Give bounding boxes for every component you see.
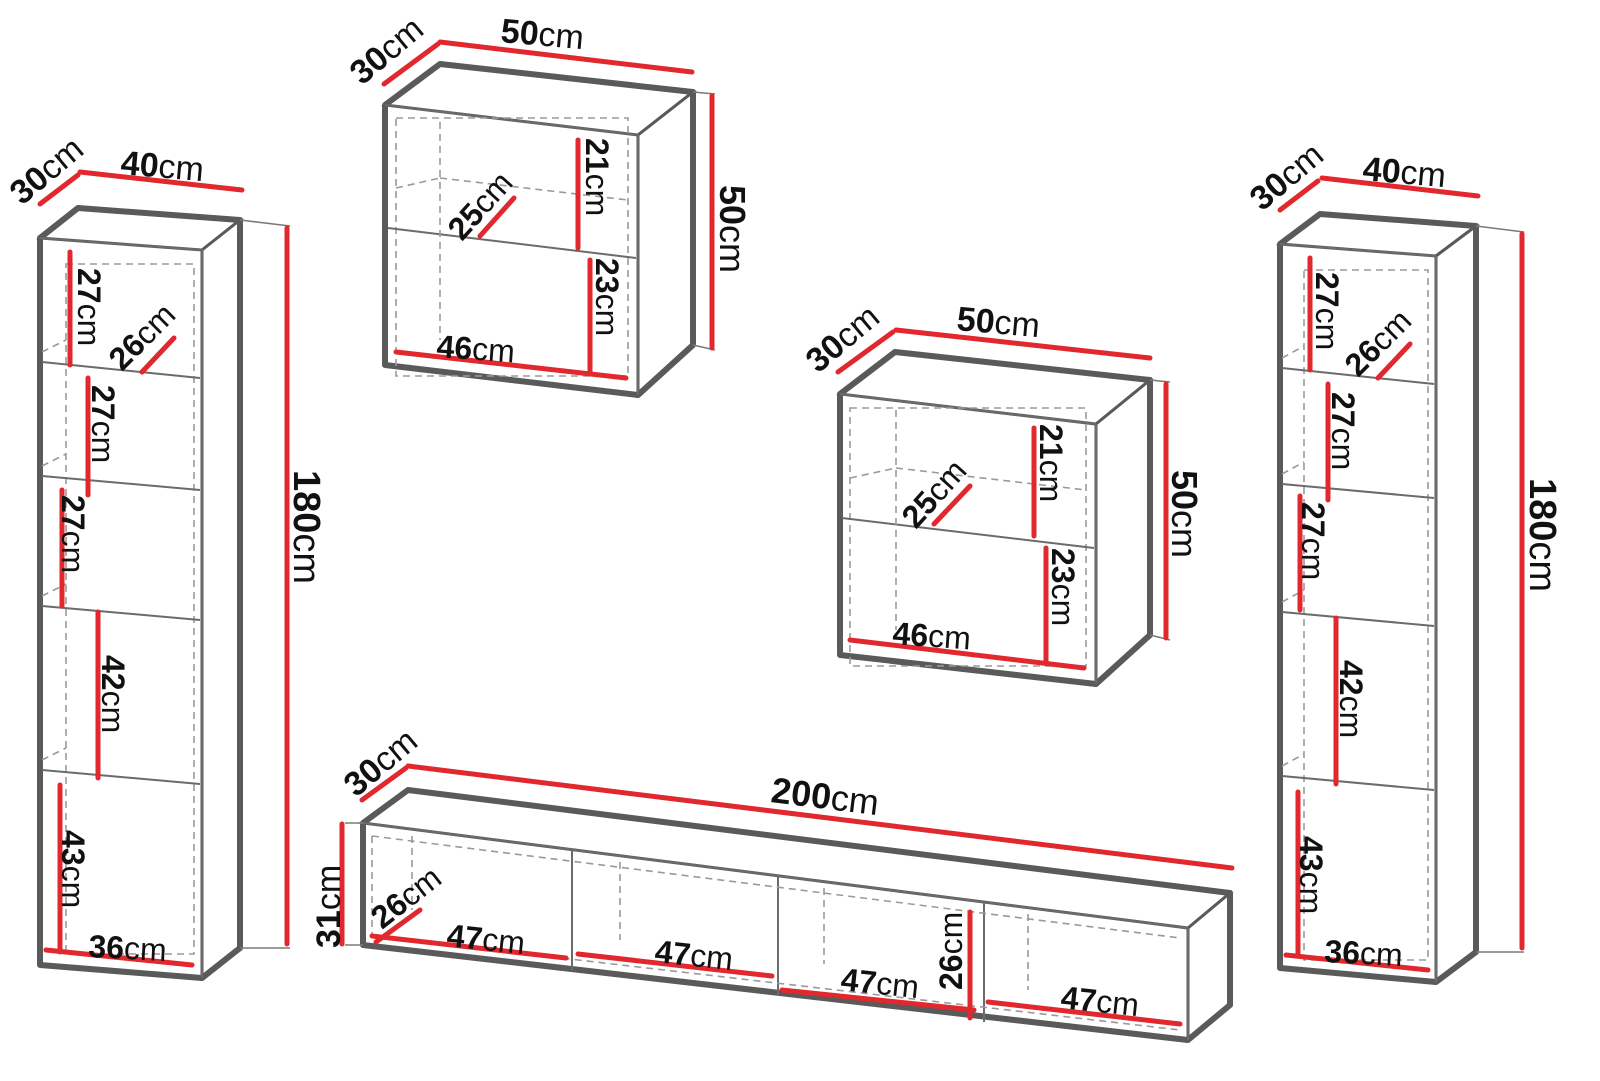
top-cabinet-depth-line xyxy=(381,41,441,87)
right-tall-cabinet: 30cm 40cm 180cm 27cm 27cm 27cm 42cm 43cm… xyxy=(1243,136,1563,985)
top-cabinet-compartment-2-label: 23cm xyxy=(589,258,625,336)
tv-stand-section-1-label: 47cm xyxy=(445,917,527,961)
left-tall-cabinet: 30cm 40cm 180cm 27cm 27cm 27cm 42cm 43cm… xyxy=(3,130,327,982)
left-cabinet-inner-width-label: 36cm xyxy=(88,928,168,968)
left-cabinet-width-line xyxy=(77,169,245,193)
middle-cabinet-width-line xyxy=(893,327,1153,361)
left-cabinet-compartment-4-label: 42cm xyxy=(95,655,131,733)
left-cabinet-height-label: 180cm xyxy=(285,470,327,584)
left-cabinet-compartment-1-label: 27cm xyxy=(71,268,107,346)
top-cabinet-inner-width-label: 46cm xyxy=(436,328,517,369)
right-cabinet-compartment-3-label: 27cm xyxy=(1295,502,1331,580)
tv-stand-width-line xyxy=(405,763,1235,871)
left-cabinet-width-label: 40cm xyxy=(119,144,205,189)
tv-stand-height-label: 31cm xyxy=(310,865,348,948)
left-cabinet-compartment-2-label: 27cm xyxy=(85,385,121,463)
tv-stand-depth-line xyxy=(359,765,409,803)
right-cabinet-width-line xyxy=(1319,175,1481,199)
middle-wall-cabinet: 30cm 50cm 50cm 21cm 23cm 25cm 46cm xyxy=(799,298,1205,688)
left-cabinet-shelf-depth-label: 26cm xyxy=(101,296,182,377)
middle-cabinet-height-label: 50cm xyxy=(1164,470,1205,558)
right-cabinet-shelf-depth-label: 26cm xyxy=(1337,302,1418,383)
tv-stand-inner-height-label: 26cm xyxy=(933,912,969,990)
right-cabinet-depth-line xyxy=(1277,178,1321,213)
middle-cabinet-compartment-2-label: 23cm xyxy=(1045,548,1081,626)
top-wall-cabinet: 30cm 50cm 50cm 21cm 23cm 25cm 46cm xyxy=(343,10,753,399)
top-cabinet-width-label: 50cm xyxy=(499,12,585,57)
tv-stand-shelf-depth-label: 26cm xyxy=(364,859,448,936)
top-cabinet-width-line xyxy=(437,39,695,75)
left-cabinet-depth-line xyxy=(37,172,81,207)
right-cabinet-compartment-1-label: 27cm xyxy=(1309,272,1345,350)
top-cabinet-compartment-1-label: 21cm xyxy=(579,138,615,216)
middle-cabinet-depth-line xyxy=(835,329,896,375)
tv-stand: 30cm 200cm 31cm 26cm 26cm 47cm 47cm 47cm… xyxy=(310,722,1235,1044)
tv-stand-section-3-label: 47cm xyxy=(839,961,921,1005)
right-cabinet-height-label: 180cm xyxy=(1521,478,1563,592)
right-cabinet-width-label: 40cm xyxy=(1361,150,1447,195)
left-cabinet-compartment-5-label: 43cm xyxy=(55,830,91,908)
top-cabinet-height-label: 50cm xyxy=(712,185,753,273)
middle-cabinet-compartment-1-label: 21cm xyxy=(1033,424,1069,502)
tv-stand-section-2-label: 47cm xyxy=(653,933,735,977)
left-cabinet-compartment-3-label: 27cm xyxy=(55,495,91,573)
right-cabinet-compartment-5-label: 43cm xyxy=(1293,836,1329,914)
right-cabinet-inner-width-label: 36cm xyxy=(1324,933,1404,973)
middle-cabinet-inner-width-label: 46cm xyxy=(892,615,973,656)
right-cabinet-compartment-2-label: 27cm xyxy=(1325,392,1361,470)
right-cabinet-compartment-4-label: 42cm xyxy=(1333,660,1369,738)
tv-stand-width-label: 200cm xyxy=(769,769,881,823)
middle-cabinet-width-label: 50cm xyxy=(955,300,1041,345)
tv-stand-section-4-label: 47cm xyxy=(1059,979,1141,1023)
